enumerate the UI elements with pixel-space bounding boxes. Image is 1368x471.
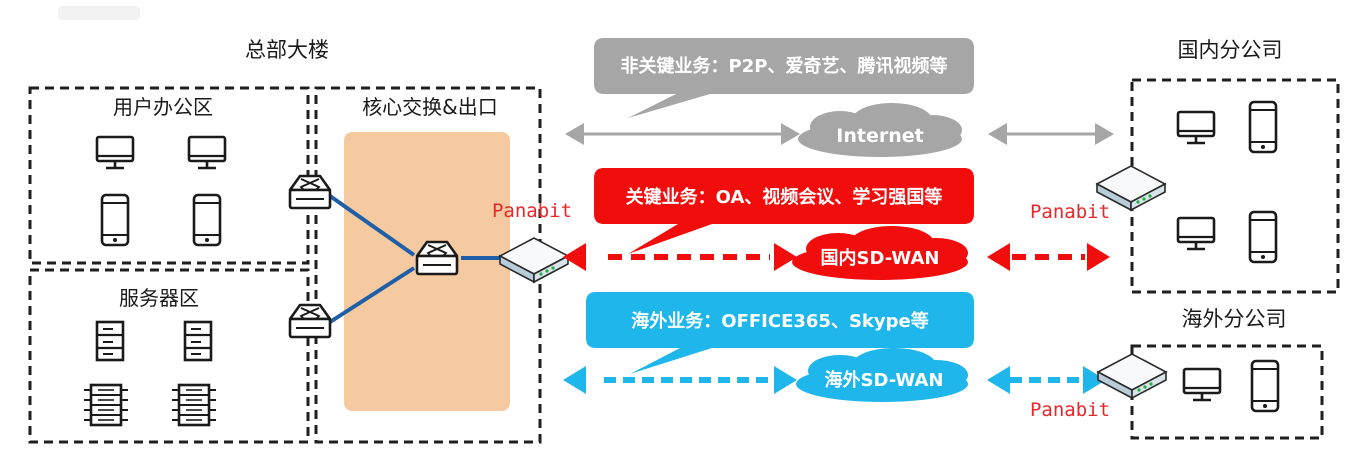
arrowhead [563,243,586,271]
access-switch-icon [288,174,332,210]
access-link [328,194,416,257]
mobile-phone-icon [192,193,222,247]
server-area-label: 服务器区 [119,286,199,310]
critical-bubble [594,168,974,254]
domestic-sdwan-cloud [792,226,968,280]
overseas-branch-box [1130,344,1324,440]
arrowhead [774,243,797,271]
noncritical-bubble-text: 非关键业务：P2P、爱奇艺、腾讯视频等 [621,55,948,77]
arrowhead [1095,123,1114,145]
server-icon [95,320,125,362]
mobile-phone-icon [1248,100,1278,154]
core-area-label: 核心交换&出口 [362,95,498,119]
mobile-phone-icon [100,193,130,247]
panabit-device-icon [1097,353,1167,399]
mobile-phone-icon [1250,359,1280,413]
noncritical-bubble [594,38,974,118]
panabit-label-hq: Panabit [492,200,572,222]
internet-cloud [798,103,962,157]
overseas-bubble [586,292,974,374]
server-rack-icon [82,383,130,427]
critical-bubble-text: 关键业务：OA、视频会议、学习强国等 [626,186,943,208]
arrowhead [563,366,586,394]
overseas-sdwan-cloud [796,348,968,402]
desktop-monitor-icon [1182,367,1222,402]
mobile-phone-icon [1248,210,1278,264]
panabit-device-icon [499,237,569,283]
desktop-monitor-icon [187,135,227,170]
arrowhead [565,123,584,145]
overseas-sdwan-label: 海外SD-WAN [825,369,944,391]
desktop-monitor-icon [95,135,135,170]
panabit-label-domestic: Panabit [1030,201,1110,223]
arrowhead [988,123,1007,145]
core-area-box [314,86,542,444]
internet-cloud-label: Internet [836,125,923,147]
hq-label: 总部大楼 [245,38,329,62]
access-link [328,266,416,324]
desktop-monitor-icon [1176,110,1216,145]
top-left-mark [58,6,140,20]
user-area-label: 用户办公区 [113,95,213,119]
overseas-branch-label: 海外分公司 [1182,307,1287,331]
domestic-branch-label: 国内分公司 [1178,38,1283,62]
arrowhead [987,243,1010,271]
arrowhead [781,123,800,145]
server-icon [183,320,213,362]
core-switch-icon [415,240,459,276]
arrowhead [987,366,1010,394]
arrowhead [1087,243,1110,271]
arrowhead [1083,366,1106,394]
access-switch-icon [288,303,332,339]
server-area-box [28,268,310,444]
desktop-monitor-icon [1176,216,1216,251]
domestic-sdwan-label: 国内SD-WAN [821,247,940,269]
overseas-bubble-text: 海外业务：OFFICE365、Skype等 [631,310,928,332]
arrowhead [774,366,797,394]
panabit-label-overseas: Panabit [1030,399,1110,421]
server-rack-icon [170,383,218,427]
